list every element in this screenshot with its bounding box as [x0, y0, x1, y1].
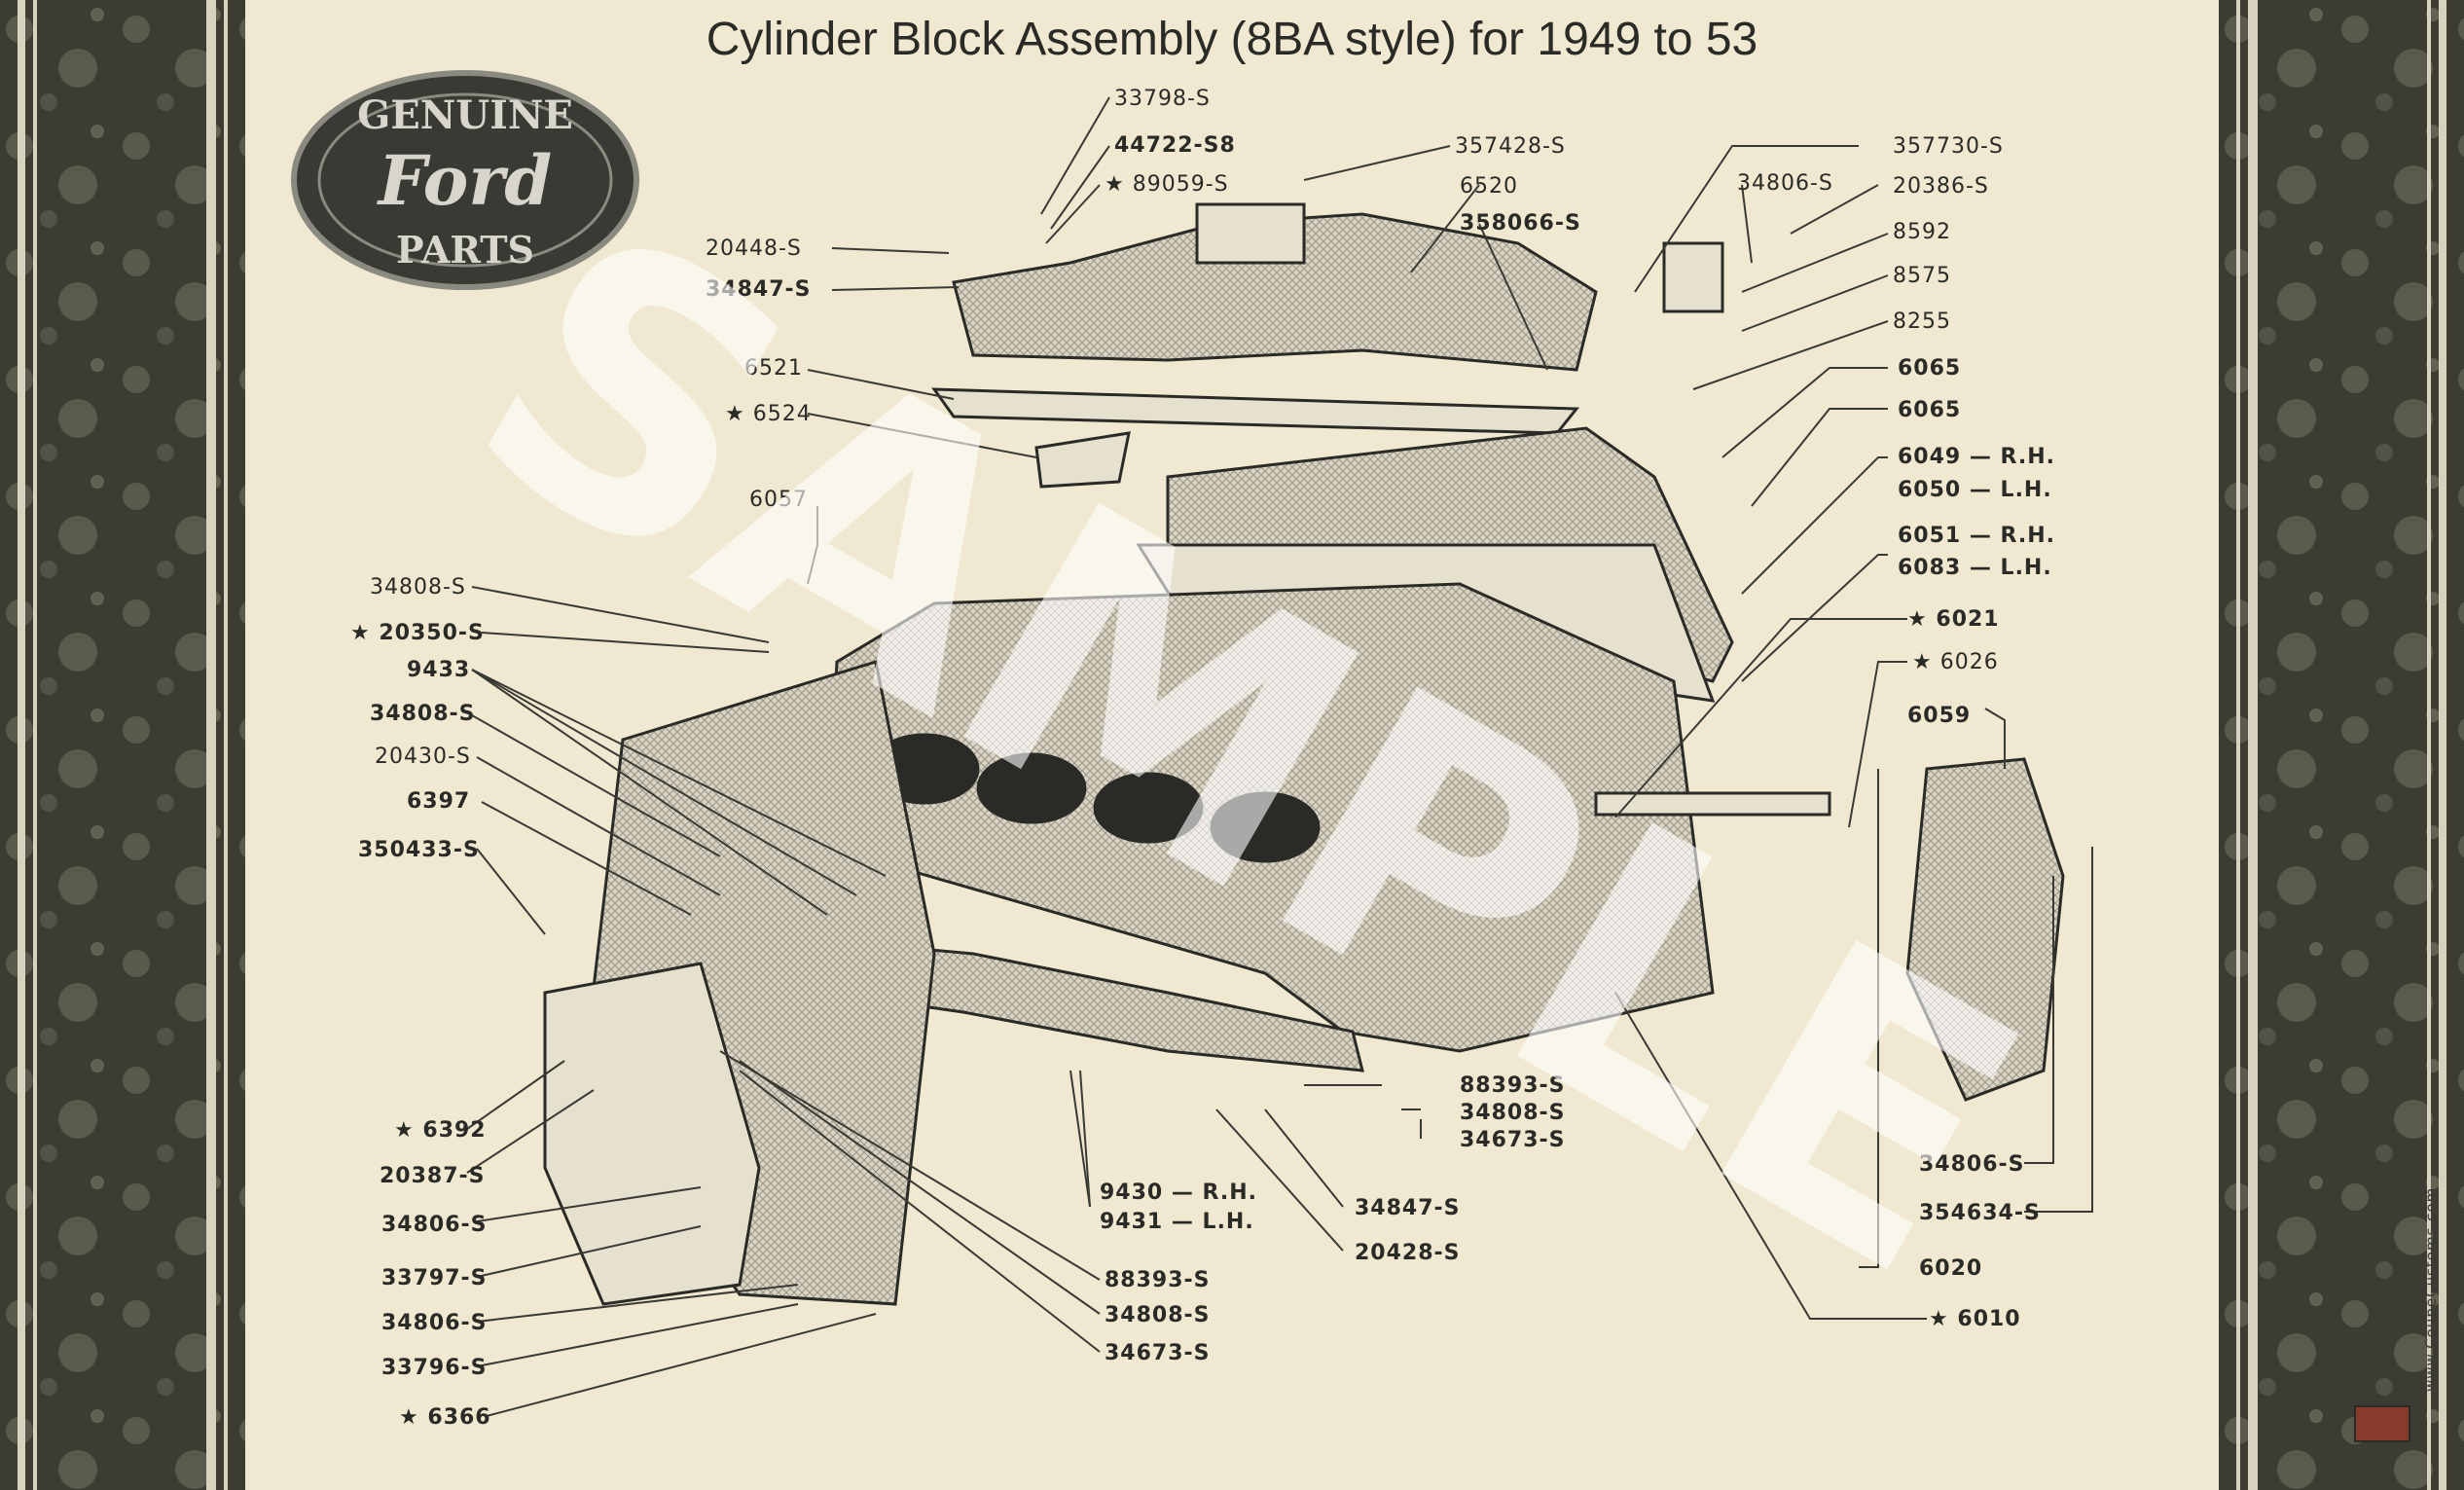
- part-label: 6521: [744, 356, 803, 381]
- part-label: 34847-S: [1355, 1196, 1461, 1220]
- diagram-title: Cylinder Block Assembly (8BA style) for …: [707, 14, 1758, 65]
- part-label: 88393-S: [1105, 1268, 1211, 1292]
- part-label: 357730-S: [1893, 134, 2004, 159]
- part-label: 34806-S: [381, 1311, 488, 1335]
- part-label: 6050 — L.H.: [1898, 478, 2052, 502]
- part-label: 9431 — L.H.: [1100, 1210, 1254, 1234]
- part-label: 6057: [749, 488, 808, 512]
- part-label: 34808-S: [370, 702, 476, 726]
- part-label: ★ 89059-S: [1105, 172, 1229, 197]
- timing-cover: [1905, 757, 2065, 1102]
- part-label: ★ 6026: [1912, 650, 1999, 674]
- part-label: 34808-S: [370, 575, 466, 600]
- part-label: 20387-S: [380, 1164, 486, 1188]
- brand-badge-icon: [2354, 1405, 2410, 1442]
- part-label: 20448-S: [706, 236, 802, 261]
- part-label: 33796-S: [381, 1356, 488, 1380]
- part-label: 357428-S: [1455, 134, 1566, 159]
- part-label: 88393-S: [1460, 1073, 1566, 1098]
- part-label: 9430 — R.H.: [1100, 1181, 1257, 1205]
- part-label: 6083 — L.H.: [1898, 556, 2052, 580]
- part-label: ★ 6021: [1907, 607, 2000, 632]
- leader-lines: [466, 96, 2093, 1417]
- part-label: 9433: [407, 658, 470, 682]
- part-label: ★ 6366: [399, 1405, 491, 1430]
- part-label: 34847-S: [706, 277, 812, 302]
- right-border: [2219, 0, 2464, 1490]
- manifold-baffle: [1034, 431, 1131, 489]
- part-label: 358066-S: [1460, 211, 1581, 236]
- part-label: 20428-S: [1355, 1241, 1461, 1265]
- part-label: 8575: [1893, 264, 1951, 288]
- part-label: 34673-S: [1460, 1128, 1566, 1152]
- part-label: 6397: [407, 789, 470, 814]
- engine-illustration: [543, 202, 2065, 1306]
- part-label: 20386-S: [1893, 174, 1989, 199]
- svg-text:GENUINE: GENUINE: [357, 92, 573, 138]
- left-border: [0, 0, 245, 1490]
- svg-text:PARTS: PARTS: [396, 228, 534, 272]
- part-label: 34808-S: [1105, 1303, 1211, 1327]
- part-label: 34806-S: [1737, 171, 1833, 196]
- part-label: 350433-S: [358, 838, 480, 862]
- intake-manifold: [952, 212, 1598, 372]
- part-label: 6520: [1460, 174, 1518, 199]
- part-label: 6020: [1919, 1256, 1982, 1281]
- part-labels: 33798-S 44722-S8 ★ 89059-S 357428-S 2044…: [350, 87, 2055, 1430]
- part-label: ★ 20350-S: [350, 621, 485, 645]
- part-label: 34808-S: [1460, 1101, 1566, 1125]
- water-outlet: [1662, 241, 1724, 313]
- part-label: 34673-S: [1105, 1341, 1211, 1365]
- camshaft-rod: [1594, 791, 1831, 817]
- part-label: 354634-S: [1919, 1201, 2041, 1225]
- part-label: 44722-S8: [1114, 133, 1236, 158]
- part-label: 33797-S: [381, 1266, 488, 1290]
- part-label: ★ 6392: [394, 1118, 487, 1143]
- part-label: 6051 — R.H.: [1898, 524, 2055, 548]
- part-label: ★ 6524: [725, 402, 812, 426]
- part-label: 6065: [1898, 356, 1961, 381]
- part-label: 6065: [1898, 398, 1961, 422]
- svg-text:Ford: Ford: [377, 140, 552, 221]
- website-credit: www.CoupeCustoms.com: [2422, 1187, 2440, 1392]
- part-label: 6049 — R.H.: [1898, 445, 2055, 469]
- part-label: 6059: [1907, 704, 1971, 728]
- part-label: 8255: [1893, 309, 1951, 334]
- part-label: 34806-S: [381, 1213, 488, 1237]
- genuine-ford-parts-logo: GENUINE Ford PARTS: [291, 70, 639, 290]
- part-label: ★ 6010: [1929, 1307, 2021, 1331]
- part-label: 20430-S: [375, 745, 471, 769]
- flywheel-housing: [543, 962, 761, 1306]
- part-label: 8592: [1893, 220, 1951, 244]
- part-label: 33798-S: [1114, 87, 1211, 111]
- part-label: 34806-S: [1919, 1152, 2025, 1177]
